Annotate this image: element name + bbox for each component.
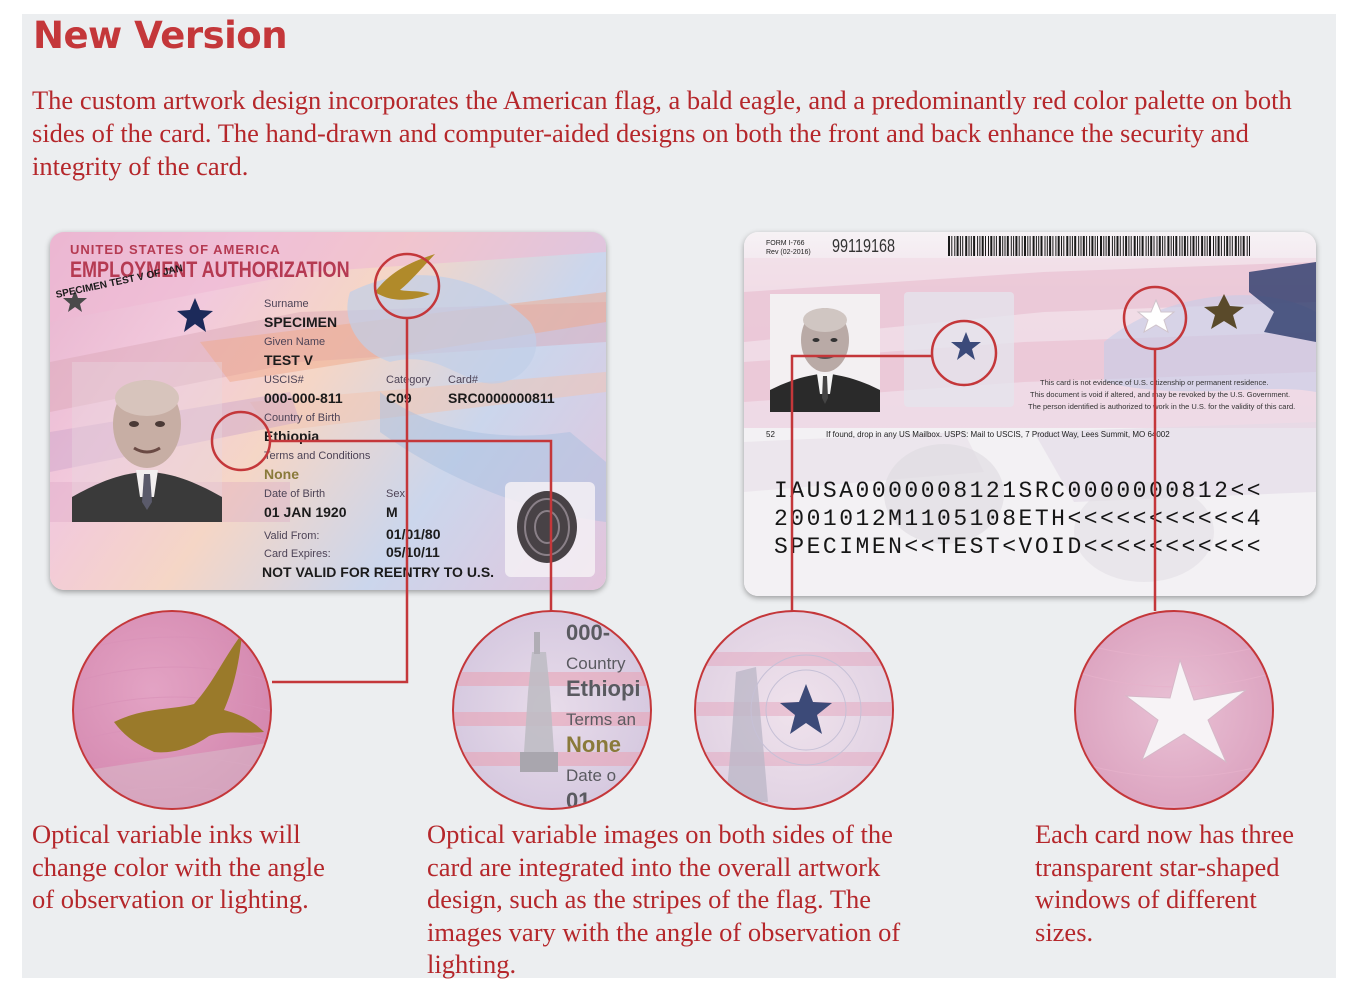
front-photo (72, 362, 222, 522)
zoom-text-number: 000- (566, 620, 611, 645)
valid-from-label: Valid From: (264, 530, 320, 542)
serial-number: 99119168 (832, 236, 895, 256)
card-back: FORM I-766 Rev (02-2016) 99119168 This c… (744, 232, 1316, 596)
reentry-notice: NOT VALID FOR REENTRY TO U.S. (262, 564, 495, 580)
zoom-text-country-label: Country (566, 654, 626, 673)
zoom-text-country: Ethiopi (566, 676, 641, 701)
given-name-value: TEST V (264, 352, 314, 368)
callout-ring-star (930, 319, 998, 387)
surname-value: SPECIMEN (264, 314, 338, 330)
person-portrait-icon (770, 294, 880, 412)
surname-label: Surname (264, 298, 309, 310)
sex-label: Sex (386, 488, 405, 500)
sex-value: M (386, 504, 398, 520)
category-value: C09 (386, 390, 412, 406)
zoom-text-terms-label: Terms an (566, 710, 636, 729)
connector-image (270, 439, 553, 611)
page-heading: New Version (33, 14, 288, 57)
callout-ring-statue (210, 410, 272, 472)
statue-of-liberty-icon (454, 632, 650, 772)
intro-paragraph: The custom artwork design incorporates t… (32, 85, 1292, 181)
card-number-value: SRC0000000811 (448, 390, 555, 406)
dob-label: Date of Birth (264, 488, 326, 500)
valid-from-value: 01/01/80 (386, 526, 441, 542)
caption-stars: Each card now has three transparent star… (1035, 819, 1294, 947)
zoom-text-dob: 01 (566, 788, 591, 810)
connector-ink (272, 318, 409, 684)
terms-label: Terms and Conditions (264, 450, 371, 462)
zoom-text-terms: None (566, 732, 621, 757)
terms-value: None (264, 466, 299, 482)
uscis-label: USCIS# (264, 374, 304, 386)
barcode (948, 236, 1252, 256)
zoom-circle-window (1074, 610, 1274, 810)
caption-inks: Optical variable inks will change color … (32, 819, 325, 914)
mrz-line-2: 2001012M1105108ETH<<<<<<<<<<<4 (774, 506, 1264, 532)
mrz-line-1: IAUSA0000008121SRC0000000812<< (774, 478, 1264, 504)
form-revision: Rev (02-2016) (766, 249, 811, 256)
disclaimer-line-2: This document is void if altered, and ma… (1030, 390, 1291, 399)
star-icon (696, 652, 892, 802)
dob-value: 01 JAN 1920 (264, 504, 347, 520)
person-portrait-icon (72, 362, 222, 522)
zoom-circle-star (694, 610, 894, 810)
disclaimer-line-3: The person identified is authorized to w… (1028, 402, 1296, 411)
category-label: Category (386, 374, 431, 386)
expires-value: 05/10/11 (386, 544, 440, 560)
given-name-label: Given Name (264, 336, 326, 348)
callout-ring-window (1122, 285, 1188, 351)
eagle-icon (74, 634, 270, 808)
zoom-text-dob-label: Date o (566, 766, 617, 785)
uscis-value: 000-000-811 (264, 390, 343, 406)
connector-star (790, 354, 932, 611)
back-photo (770, 294, 880, 412)
callout-ring-eagle (373, 252, 441, 320)
card-number-label: Card# (448, 374, 478, 386)
card-title: EMPLOYMENT AUTHORIZATION (70, 257, 350, 282)
zoom-circle-ink (72, 610, 272, 810)
mrz-line-3: SPECIMEN<<TEST<VOID<<<<<<<<<<< (774, 534, 1264, 560)
expires-label: Card Expires: (264, 548, 331, 560)
card-country: UNITED STATES OF AMERICA (70, 242, 281, 257)
zoom-circle-image: 000- Country Ethiopi Terms an None Date … (452, 610, 652, 810)
mail-instruction: If found, drop in any US Mailbox. USPS: … (826, 430, 1170, 439)
caption-images: Optical variable images on both sides of… (427, 819, 901, 979)
birth-country-label: Country of Birth (264, 412, 341, 424)
back-code: 52 (766, 430, 775, 439)
form-number: FORM I-766 (766, 240, 805, 247)
